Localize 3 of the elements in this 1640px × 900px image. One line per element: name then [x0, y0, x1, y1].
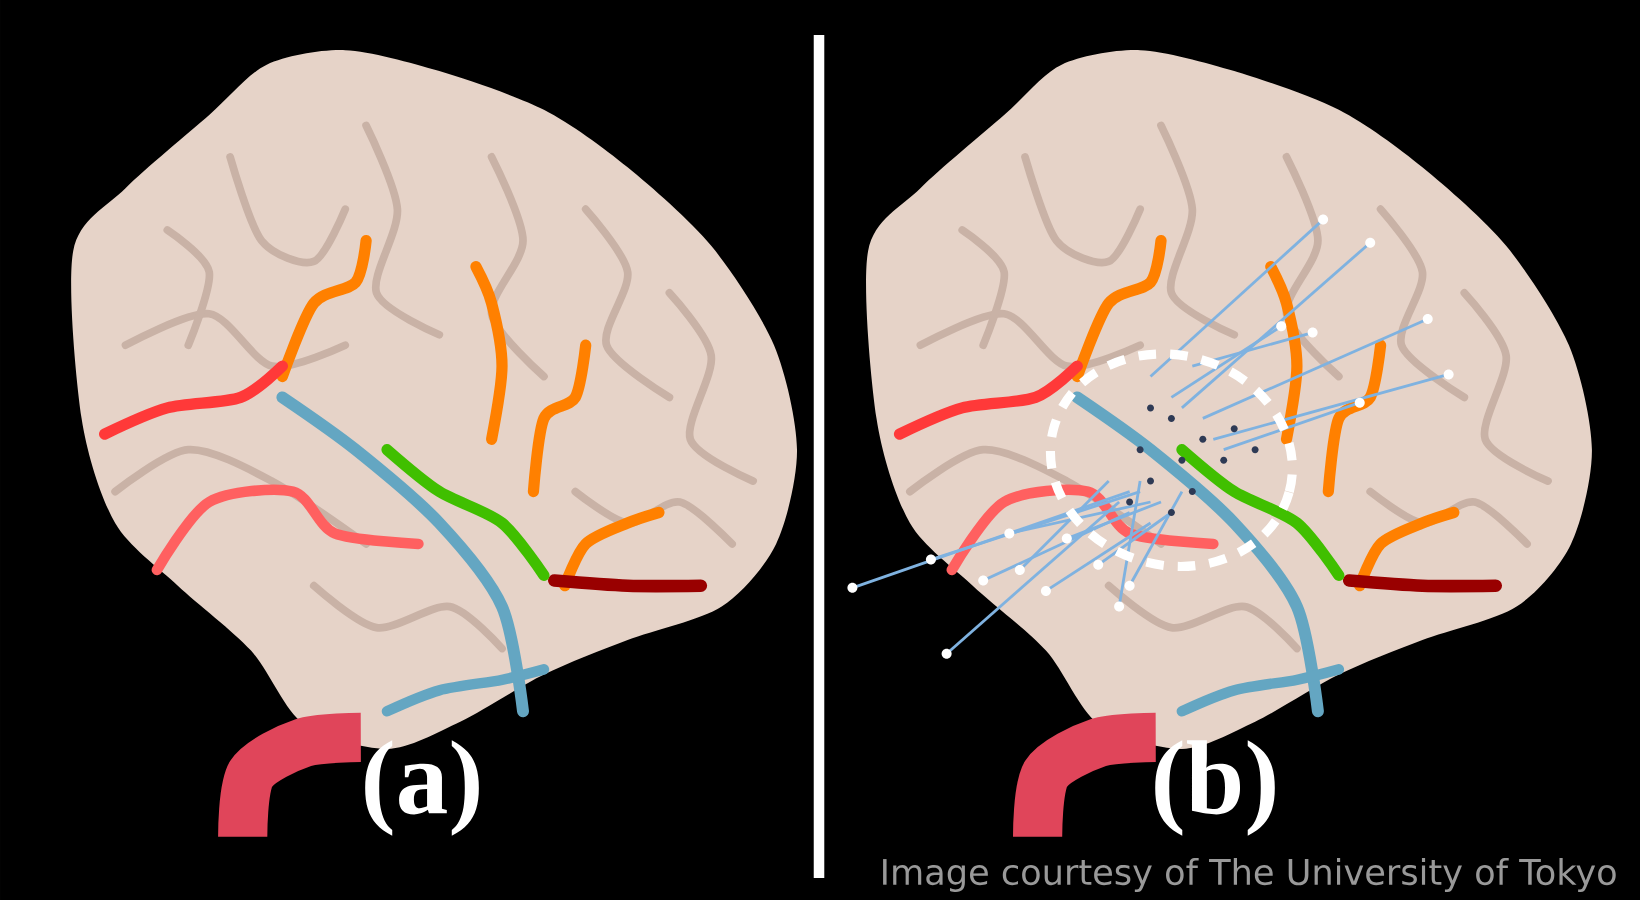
- credit-text: Image courtesy of The University of Tokyo: [883, 857, 1616, 893]
- panel-label: (a): [365, 740, 479, 836]
- panel-label: (b): [1155, 740, 1275, 836]
